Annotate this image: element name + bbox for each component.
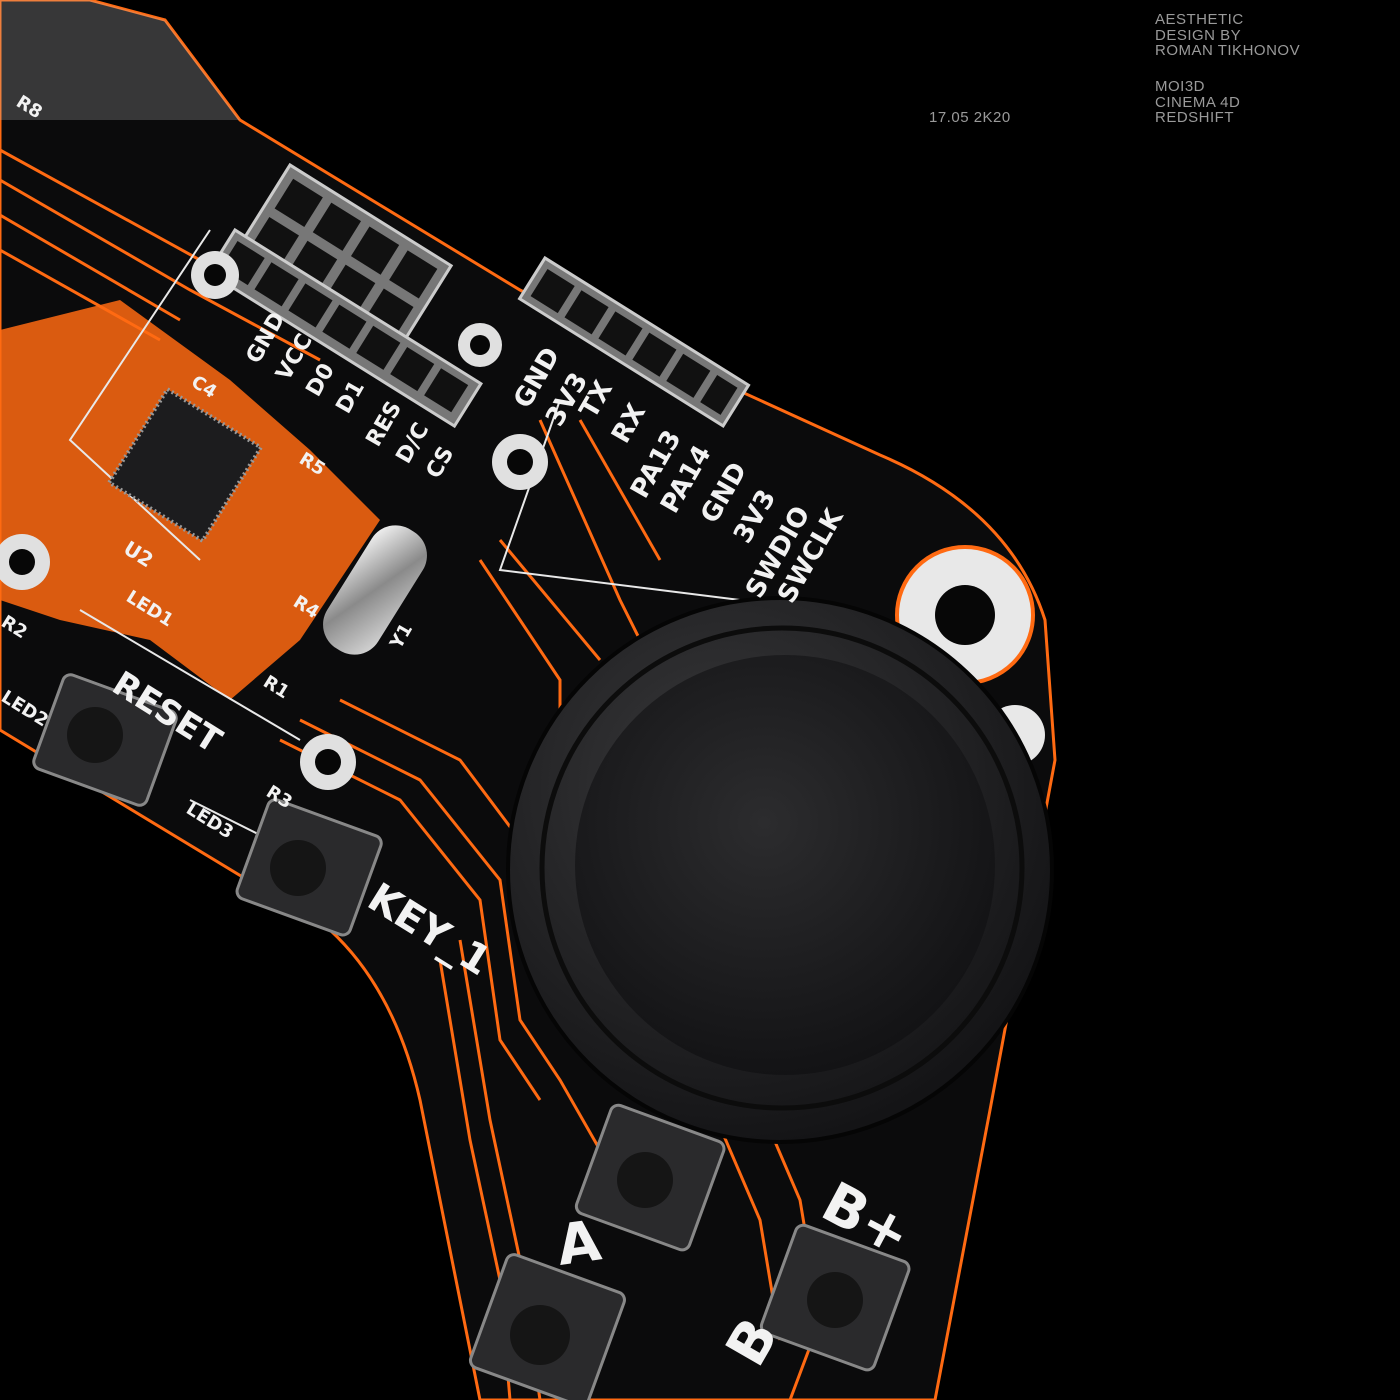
credit-line: ROMAN TIKHONOV <box>1155 42 1301 59</box>
key1-button[interactable] <box>235 797 384 937</box>
software-line: MOI3D <box>1155 78 1206 95</box>
reset-button[interactable] <box>32 672 179 807</box>
pin-header-2x4 <box>234 162 454 353</box>
crystal-oscillator <box>323 525 427 655</box>
microcontroller-chip <box>106 386 264 544</box>
credit-line: AESTHETIC <box>1155 11 1244 28</box>
a-label: A <box>553 1208 606 1278</box>
b-plus-button[interactable] <box>574 1103 726 1252</box>
software-credit: MOI3D CINEMA 4D REDSHIFT <box>1155 79 1240 126</box>
pin-header-7 <box>206 227 484 429</box>
date-label: 17.05 2K20 <box>929 109 1011 126</box>
design-credit: AESTHETIC DESIGN BY ROMAN TIKHONOV <box>1155 12 1300 59</box>
software-line: REDSHIFT <box>1155 109 1234 126</box>
software-line: CINEMA 4D <box>1155 93 1241 111</box>
b-button[interactable] <box>759 1223 911 1372</box>
credit-line: DESIGN BY <box>1155 26 1242 44</box>
joystick[interactable] <box>506 596 1054 1144</box>
a-button[interactable] <box>468 1252 627 1400</box>
pin-header-6 <box>517 255 751 428</box>
